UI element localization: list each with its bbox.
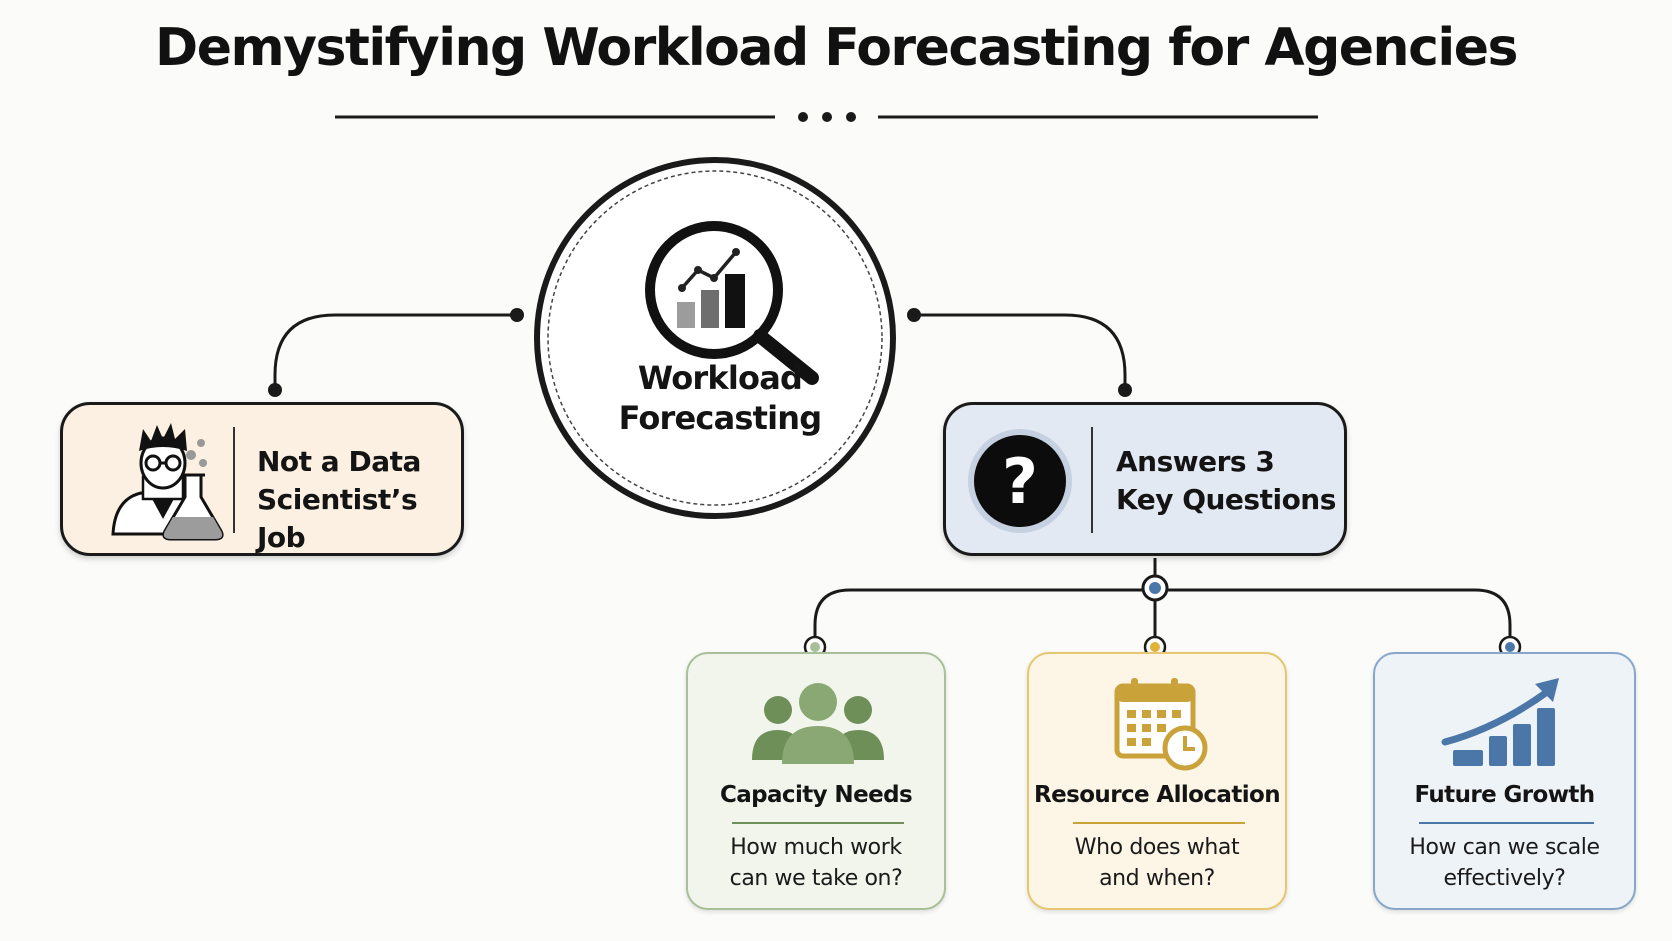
card-desc-line1: How can we scale	[1409, 835, 1600, 860]
right-box-line2: Key Questions	[1116, 483, 1336, 516]
center-label-line1: Workload	[637, 359, 803, 397]
growth-chart-icon	[1441, 678, 1559, 766]
card-desc: Who does what and when?	[1029, 832, 1285, 894]
right-box-label: Answers 3 Key Questions	[1116, 443, 1336, 519]
left-divider	[233, 427, 235, 533]
question-icon: ?	[968, 429, 1072, 533]
right-connector	[914, 313, 1127, 390]
right-box-line1: Answers 3	[1116, 445, 1275, 478]
card-desc: How can we scale effectively?	[1375, 832, 1634, 894]
left-box-label: Not a Data Scientist’s Job	[257, 443, 461, 557]
page-title: Demystifying Workload Forecasting for Ag…	[155, 18, 1518, 78]
card-desc: How much work can we take on?	[688, 832, 944, 894]
scientist-icon	[111, 423, 195, 536]
card-title: Capacity Needs	[719, 782, 913, 808]
card-rule	[1419, 822, 1594, 824]
left-connector	[273, 313, 517, 390]
not-data-scientist-box: Not a Data Scientist’s Job	[60, 402, 464, 556]
card-desc-line1: How much work	[730, 835, 902, 860]
right-divider	[1091, 427, 1093, 533]
card-desc-line1: Who does what	[1074, 835, 1240, 860]
title-divider	[335, 112, 1318, 122]
card-rule	[1073, 822, 1245, 824]
card-future-growth: Future Growth How can we scale effective…	[1373, 652, 1636, 910]
magnifier-chart-icon	[645, 221, 819, 385]
card-desc-line2: can we take on?	[729, 866, 903, 891]
center-label: Workload Forecasting	[560, 358, 880, 438]
tree-connector	[813, 558, 1512, 645]
calendar-clock-icon	[1114, 678, 1208, 771]
answers-questions-box: ? Answers 3 Key Questions	[943, 402, 1347, 556]
card-capacity-needs: Capacity Needs How much work can we take…	[686, 652, 946, 910]
left-box-line1: Not a Data	[257, 445, 421, 478]
card-title: Future Growth	[1414, 782, 1595, 808]
svg-text:?: ?	[1002, 445, 1038, 518]
card-title: Resource Allocation	[1034, 782, 1281, 808]
left-box-line2: Scientist’s Job	[257, 483, 418, 554]
team-icon	[752, 683, 884, 764]
card-rule	[732, 822, 904, 824]
card-desc-line2: and when?	[1099, 866, 1215, 891]
center-label-line2: Forecasting	[618, 399, 823, 437]
card-resource-allocation: Resource Allocation Who does what and wh…	[1027, 652, 1287, 910]
flask-icon	[162, 439, 224, 541]
card-desc-line2: effectively?	[1443, 866, 1566, 891]
